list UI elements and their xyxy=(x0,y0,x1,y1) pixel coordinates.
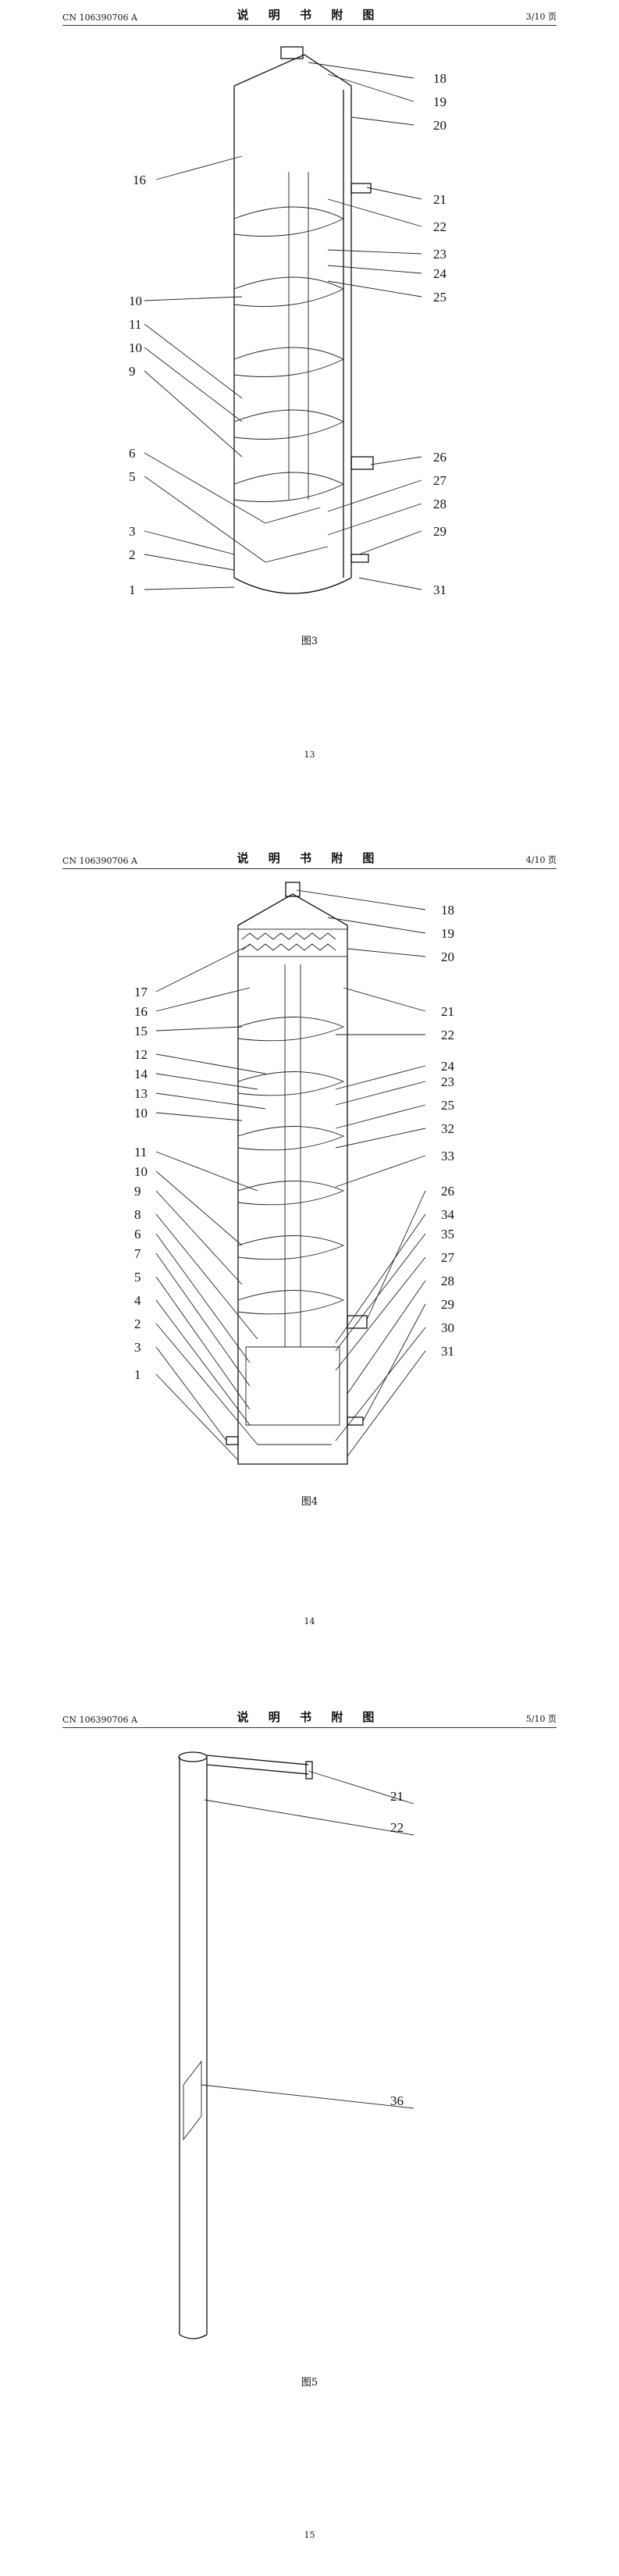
part-label: 9 xyxy=(134,1184,141,1199)
part-label: 31 xyxy=(441,1344,454,1359)
part-label: 8 xyxy=(134,1207,141,1222)
page-header: CN 106390706 A 说 明 书 附 图 5/10 页 xyxy=(62,1710,557,1728)
figure-3-drawing: 18 19 20 16 21 22 23 24 25 10 11 10 9 26… xyxy=(129,46,447,597)
part-label: 10 xyxy=(129,340,142,355)
part-label: 9 xyxy=(129,364,136,379)
part-label: 13 xyxy=(134,1086,148,1101)
part-label: 21 xyxy=(390,1789,404,1804)
part-label: 25 xyxy=(433,290,446,305)
part-label: 26 xyxy=(433,450,446,465)
part-label: 1 xyxy=(129,583,136,597)
page-header: CN 106390706 A 说 明 书 附 图 3/10 页 xyxy=(62,8,557,26)
header-title: 说 明 书 附 图 xyxy=(237,8,382,22)
part-label: 3 xyxy=(134,1340,141,1355)
part-label: 23 xyxy=(441,1074,454,1089)
part-label: 22 xyxy=(433,219,446,234)
part-label: 18 xyxy=(433,71,446,86)
part-label: 33 xyxy=(441,1149,454,1163)
part-label: 3 xyxy=(129,524,136,539)
part-label: 27 xyxy=(433,473,447,488)
part-label: 32 xyxy=(441,1121,454,1136)
part-label: 25 xyxy=(441,1098,454,1113)
header-title: 说 明 书 附 图 xyxy=(237,1710,382,1724)
part-label: 28 xyxy=(441,1274,454,1288)
part-label: 35 xyxy=(441,1227,454,1242)
part-label: 29 xyxy=(433,524,446,539)
part-label: 16 xyxy=(133,173,146,187)
part-label: 10 xyxy=(134,1106,148,1121)
part-label: 11 xyxy=(134,1145,147,1160)
doc-id: CN 106390706 A xyxy=(62,1715,137,1725)
header-title: 说 明 书 附 图 xyxy=(237,851,382,865)
part-label: 36 xyxy=(390,2093,404,2108)
part-label: 7 xyxy=(134,1246,141,1261)
page-3: CN 106390706 A 说 明 书 附 图 3/10 页 xyxy=(0,0,619,843)
part-label: 28 xyxy=(433,497,446,511)
page-number: 14 xyxy=(304,1616,315,1626)
figure-caption: 图3 xyxy=(301,636,318,647)
part-label: 5 xyxy=(134,1270,141,1284)
page-header: CN 106390706 A 说 明 书 附 图 4/10 页 xyxy=(62,851,557,869)
figure-5-drawing: 21 22 36 xyxy=(178,1751,414,2339)
figure-caption: 图5 xyxy=(301,2377,318,2389)
part-label: 27 xyxy=(441,1250,455,1265)
part-label: 14 xyxy=(134,1067,148,1081)
part-label: 20 xyxy=(433,118,446,133)
part-label: 16 xyxy=(134,1004,148,1019)
part-label: 19 xyxy=(441,926,454,941)
part-label: 24 xyxy=(433,266,447,281)
part-label: 24 xyxy=(441,1059,455,1074)
part-label: 20 xyxy=(441,950,454,964)
part-label: 23 xyxy=(433,247,446,262)
part-label: 12 xyxy=(134,1047,148,1062)
part-label: 26 xyxy=(441,1184,454,1199)
part-label: 34 xyxy=(441,1207,455,1222)
part-label: 15 xyxy=(134,1024,148,1039)
part-label: 11 xyxy=(129,317,141,332)
part-label: 22 xyxy=(390,1820,404,1835)
part-label: 5 xyxy=(129,469,136,484)
page-number: 13 xyxy=(304,750,315,760)
part-label: 2 xyxy=(129,547,136,562)
part-label: 31 xyxy=(433,583,446,597)
part-label: 21 xyxy=(433,192,446,207)
doc-id: CN 106390706 A xyxy=(62,12,137,23)
part-label: 29 xyxy=(441,1297,454,1312)
doc-id: CN 106390706 A xyxy=(62,856,137,866)
page-5: CN 106390706 A 说 明 书 附 图 5/10 页 21 22 36… xyxy=(0,1710,619,2576)
part-label: 19 xyxy=(433,94,446,109)
part-label: 6 xyxy=(129,446,136,461)
part-label: 2 xyxy=(134,1317,141,1331)
page-label: 4/10 页 xyxy=(525,855,557,865)
part-label: 6 xyxy=(134,1227,141,1242)
part-label: 17 xyxy=(134,985,148,999)
part-label: 1 xyxy=(134,1367,141,1382)
part-label: 21 xyxy=(441,1004,454,1019)
part-label: 10 xyxy=(134,1164,148,1179)
page-label: 5/10 页 xyxy=(525,1714,557,1724)
part-label: 18 xyxy=(441,903,454,917)
part-label: 4 xyxy=(134,1293,141,1308)
figure-caption: 图4 xyxy=(301,1496,318,1508)
part-label: 10 xyxy=(129,294,142,308)
page-number: 15 xyxy=(304,2530,315,2540)
page-4: CN 106390706 A 说 明 书 附 图 4/10 页 xyxy=(0,851,619,1702)
part-label: 22 xyxy=(441,1028,454,1042)
part-label: 30 xyxy=(441,1320,454,1335)
page-label: 3/10 页 xyxy=(525,12,557,22)
figure-4-drawing: 18 19 20 17 16 21 15 22 12 14 13 24 10 2… xyxy=(134,882,455,1465)
